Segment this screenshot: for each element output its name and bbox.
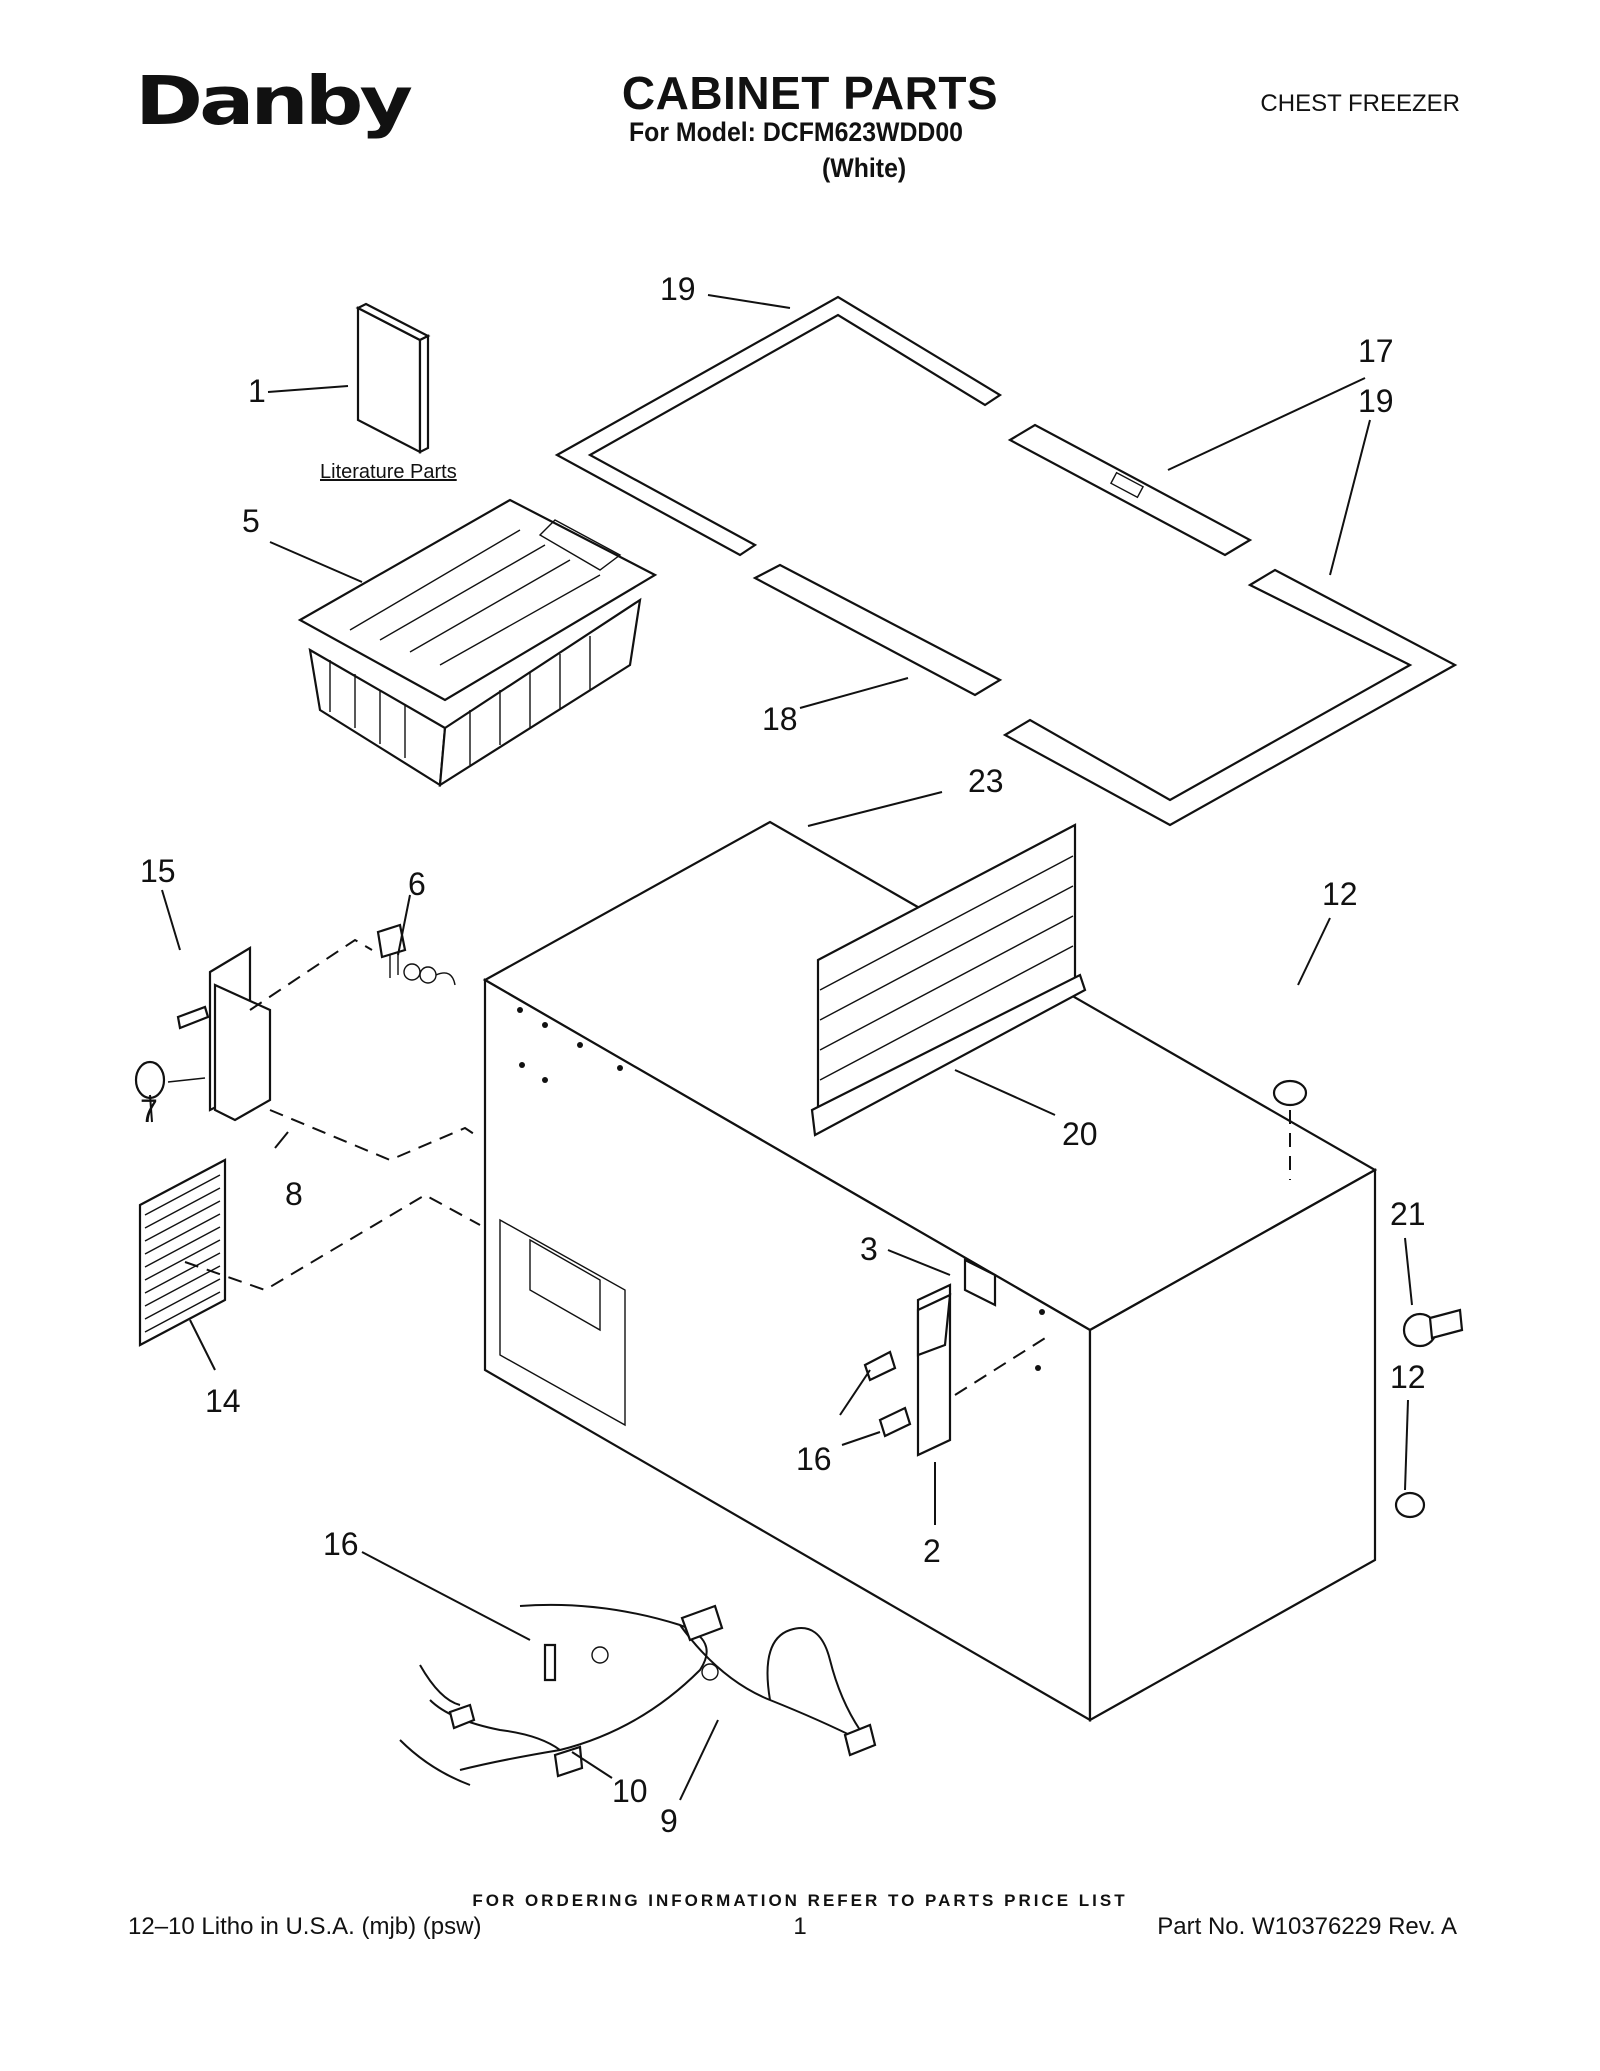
routing-lines: [184, 938, 1291, 1396]
callout-16-hinge: 16: [796, 1441, 832, 1477]
brand-logo: Danby: [135, 62, 413, 141]
model-variant: (White): [822, 153, 907, 183]
callout-6: 6: [408, 866, 426, 902]
part-number: Part No. W10376229 Rev. A: [1157, 1913, 1457, 1940]
breaker-strip-rear-left: [554, 295, 1003, 557]
callout-9: 9: [660, 1803, 678, 1839]
callout-15: 15: [140, 853, 176, 889]
leader-lines: [149, 294, 1413, 1801]
model-line: For Model: DCFM623WDD00: [629, 117, 963, 147]
callout-3: 3: [860, 1231, 878, 1267]
page-number: 1: [793, 1913, 807, 1940]
callout-14: 14: [205, 1383, 241, 1419]
leveling-leg: [1402, 1308, 1464, 1348]
cabinet-plugs: [1272, 1079, 1426, 1519]
callout-2: 2: [923, 1533, 941, 1569]
breaker-strip-center-front: [752, 563, 1003, 697]
callout-18: 18: [762, 701, 798, 737]
literature-parts-label: Literature Parts: [320, 461, 457, 483]
product-type: CHEST FREEZER: [1260, 90, 1460, 117]
callout-1: 1: [248, 373, 266, 409]
literature-booklet: [355, 302, 431, 454]
wiring-harness: [399, 1603, 877, 1786]
ordering-note: FOR ORDERING INFORMATION REFER TO PARTS …: [472, 1891, 1128, 1910]
callout-20: 20: [1062, 1116, 1098, 1152]
page-title: CABINET PARTS: [621, 67, 999, 119]
callout-8: 8: [285, 1176, 303, 1212]
callout-17: 17: [1358, 333, 1394, 369]
callout-16-harness: 16: [323, 1526, 359, 1562]
callout-12-top: 12: [1322, 876, 1358, 912]
callout-10: 10: [612, 1773, 648, 1809]
breaker-strip-front-right: [1002, 568, 1458, 827]
callout-19-right: 19: [1358, 383, 1394, 419]
compressor-grille: [138, 1158, 227, 1347]
hinge-assembly: [863, 1258, 997, 1457]
callout-19-top: 19: [660, 271, 696, 307]
callout-labels: 1 5 19 17 19 18 23 15 6 7 8 12 20 14 3 2…: [140, 271, 1426, 1839]
callout-5: 5: [242, 503, 260, 539]
callout-7: 7: [140, 1093, 158, 1129]
cabinet: [482, 820, 1378, 1722]
callout-23: 23: [968, 763, 1004, 799]
callout-12-bottom: 12: [1390, 1359, 1426, 1395]
thermostat-assembly: [134, 923, 456, 1122]
divider-panel: [810, 823, 1087, 1137]
freezer-basket: [297, 498, 658, 788]
breaker-strip-center-rear: [1007, 423, 1253, 557]
print-info: 12–10 Litho in U.S.A. (mjb) (psw): [128, 1913, 482, 1940]
callout-21: 21: [1390, 1196, 1426, 1232]
